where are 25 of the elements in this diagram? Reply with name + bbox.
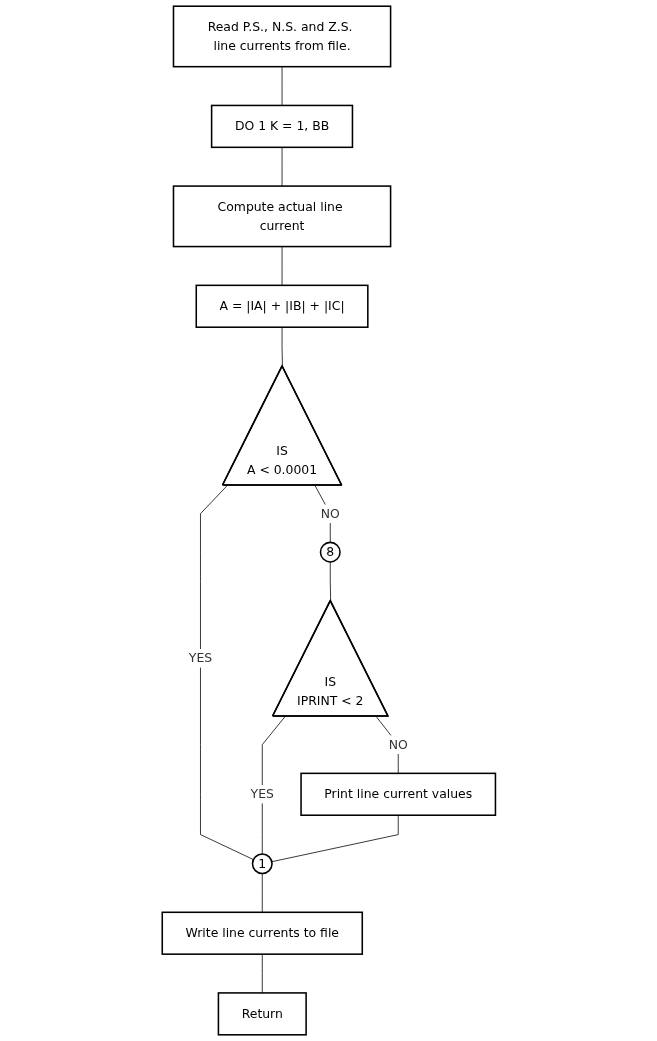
- edge-label: YES: [250, 786, 274, 802]
- connector: [261, 873, 263, 913]
- node-box: DO 1 K = 1, BB: [210, 104, 353, 149]
- connector: [329, 561, 331, 602]
- node-box: Write line currents to file: [161, 911, 363, 955]
- connector: [375, 715, 399, 774]
- connector: [271, 814, 399, 863]
- connector: [261, 953, 263, 994]
- node-box: Return: [217, 992, 307, 1036]
- edge-label: YES: [188, 650, 212, 666]
- node-circle: 1: [251, 853, 273, 875]
- edge-label: NO: [320, 505, 340, 521]
- connector: [261, 715, 286, 855]
- node-box: A = |IA| + |IB| + |IC|: [195, 284, 369, 328]
- connector: [281, 66, 283, 106]
- connector: [281, 326, 283, 367]
- node-box: Read P.S., N.S. and Z.S. line currents from file.: [172, 5, 391, 68]
- connector: [199, 485, 254, 860]
- node-box: Print line current values: [299, 772, 496, 816]
- node-circle: 8: [319, 541, 341, 563]
- connector: [281, 246, 283, 286]
- connector: [314, 485, 331, 543]
- node-box: Compute actual line current: [172, 185, 391, 248]
- connector: [281, 146, 283, 187]
- edge-label: NO: [388, 736, 408, 752]
